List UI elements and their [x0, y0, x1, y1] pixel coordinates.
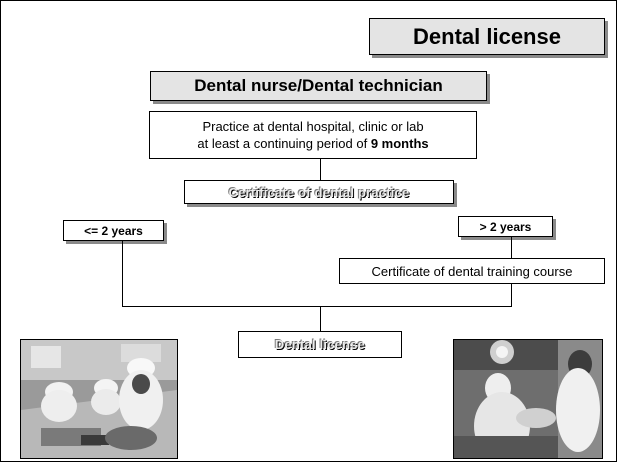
- title: Dental license: [413, 23, 561, 49]
- connector-left-vertical: [122, 241, 123, 306]
- branch-right-box: > 2 years: [458, 216, 553, 237]
- requirement-line2-text: at least a continuing period of: [197, 136, 371, 151]
- classroom-photo: [20, 339, 178, 459]
- title-box: Dental license: [369, 18, 605, 55]
- requirement-duration: 9 months: [370, 136, 429, 151]
- connector-right-vertical-bottom: [511, 284, 512, 306]
- requirement-box: Practice at dental hospital, clinic or l…: [149, 111, 477, 159]
- dental-treatment-photo: [453, 339, 603, 459]
- connector-right-vertical-top: [511, 237, 512, 258]
- header-label: Dental nurse/Dental technician: [194, 76, 443, 95]
- branch-left-label: <= 2 years: [84, 223, 143, 238]
- connector-horizontal: [122, 306, 512, 307]
- connector-requirement: [320, 159, 321, 180]
- certificate-training-box: Certificate of dental training course: [339, 258, 605, 284]
- result-box: Dental license: [238, 331, 402, 358]
- certificate-training-label: Certificate of dental training course: [371, 263, 573, 279]
- branch-left-box: <= 2 years: [63, 220, 164, 241]
- certificate-practice-box: Certificate of dental practice: [184, 180, 454, 204]
- requirement-line1: Practice at dental hospital, clinic or l…: [202, 119, 424, 134]
- certificate-practice-label: Certificate of dental practice: [228, 184, 410, 200]
- result-label: Dental license: [274, 337, 366, 352]
- branch-right-label: > 2 years: [479, 219, 532, 234]
- header-box: Dental nurse/Dental technician: [150, 71, 487, 101]
- connector-result: [320, 306, 321, 331]
- requirement-line2: at least a continuing period of 9 months: [197, 135, 428, 152]
